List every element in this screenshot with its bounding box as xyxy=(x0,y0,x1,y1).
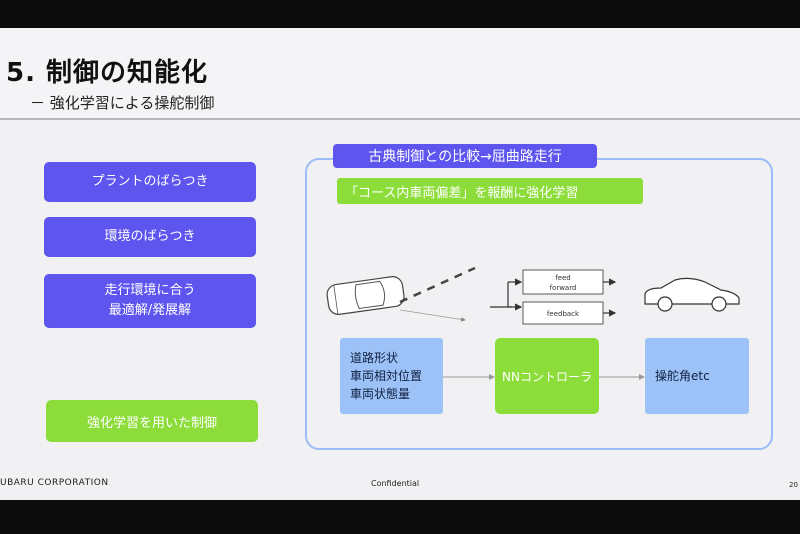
control-diagram: feed forward feedback xyxy=(326,266,740,325)
car-side-view-icon xyxy=(644,277,740,312)
steering-output-box: 操舵角etc xyxy=(645,338,749,414)
header-divider xyxy=(0,118,800,120)
environment-variation-box: 環境のばらつき xyxy=(44,217,256,257)
steering-output-label: 操舵角etc xyxy=(655,369,710,383)
slide: 5. 制御の知能化 － 強化学習による操舵制御 プラントのばらつき 環境のばらつ… xyxy=(0,28,800,500)
environment-variation-label: 環境のばらつき xyxy=(104,229,196,244)
controller-to-output-arrow xyxy=(599,374,645,380)
rl-control-box: 強化学習を用いた制御 xyxy=(46,400,258,442)
rl-control-label: 強化学習を用いた制御 xyxy=(86,415,217,431)
company-name: UBARU CORPORATION xyxy=(0,478,109,488)
optimal-solution-line2: 最適解/発展解 xyxy=(108,303,192,318)
inputs-to-controller-arrow xyxy=(443,374,495,380)
page-number: 20 xyxy=(789,481,798,489)
input-vehicle-state: 車両状態量 xyxy=(350,387,411,401)
car-top-view-icon xyxy=(326,276,405,315)
car-direction-arrow xyxy=(399,309,466,322)
panel-title: 古典制御との比較→屈曲路走行 xyxy=(333,144,597,168)
feedforward-label-line2: forward xyxy=(550,284,577,292)
slide-subtitle: － 強化学習による操舵制御 xyxy=(30,94,215,112)
trajectory-line xyxy=(399,266,476,304)
inputs-box: 道路形状 車両相対位置 車両状態量 xyxy=(340,338,443,414)
feedforward-block xyxy=(522,269,604,295)
feedback-label: feedback xyxy=(547,310,580,318)
reward-label: 「コース内車両偏差」を報酬に強化学習 xyxy=(337,178,643,204)
nn-controller-box: NNコントローラ xyxy=(495,338,599,414)
slide-title: 5. 制御の知能化 xyxy=(6,58,209,88)
nn-controller-label: NNコントローラ xyxy=(502,369,592,384)
feedforward-label-line1: feed xyxy=(555,274,571,282)
plant-variation-label: プラントのばらつき xyxy=(91,174,209,189)
confidential-label: Confidential xyxy=(371,479,420,488)
optimal-solution-box: 走行環境に合う 最適解/発展解 xyxy=(44,274,256,328)
optimal-solution-line1: 走行環境に合う xyxy=(104,283,196,298)
input-road-shape: 道路形状 xyxy=(350,351,399,365)
plant-variation-box: プラントのばらつき xyxy=(44,162,256,202)
header: 5. 制御の知能化 － 強化学習による操舵制御 xyxy=(0,28,800,118)
input-relative-position: 車両相対位置 xyxy=(350,369,423,383)
